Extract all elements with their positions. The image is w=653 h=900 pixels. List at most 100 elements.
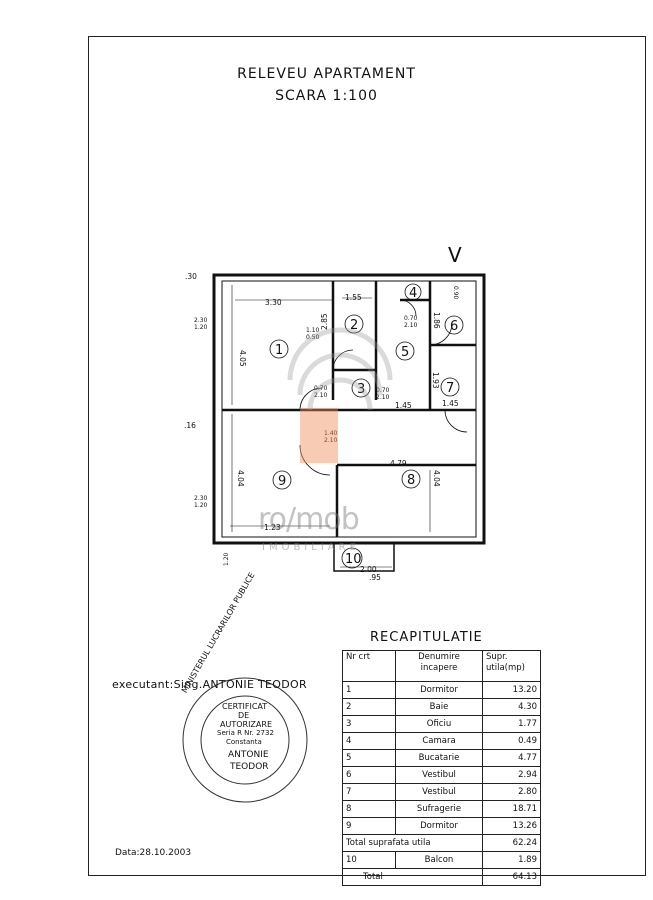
plan-walls (212, 273, 486, 572)
cell-nr: 8 (342, 800, 396, 818)
cell-area: 13.26 (482, 817, 541, 835)
dim-label: .30 (185, 272, 197, 281)
door-label: 2.10 (376, 394, 390, 401)
dim-label: 1.86 (432, 312, 441, 329)
cell-name: Vestibul (395, 766, 483, 784)
cell-name: Oficiu (395, 715, 483, 733)
cell-nr: 3 (342, 715, 396, 733)
room-number: 2 (350, 318, 358, 333)
dim-label: 4.04 (236, 470, 245, 487)
cell-name: Vestibul (395, 783, 483, 801)
window-label: 1.20 (194, 324, 208, 331)
room-number: 10 (345, 552, 362, 567)
window-label: 1.20 (223, 552, 230, 566)
cell-nr: 2 (342, 698, 396, 716)
window-labels: 2.30 1.20 2.30 1.20 1.10 0.50 0.90 1.20 … (194, 286, 459, 566)
watermark-logo: ro/mob (258, 502, 360, 537)
room-number: 6 (450, 319, 458, 334)
stamp-line: AUTORIZARE (220, 720, 272, 729)
drawing-title: RELEVEU APARTAMENT (237, 66, 416, 82)
cell-name: Bucatarie (395, 749, 483, 767)
watermark-accent (300, 408, 338, 463)
dim-label: 4.79 (390, 459, 407, 468)
cell-name: Balcon (395, 851, 483, 869)
cell-area: 4.30 (482, 698, 541, 716)
dim-label: 1.23 (264, 523, 281, 532)
watermark-arcs (287, 327, 393, 411)
window-label: 0.50 (306, 334, 320, 341)
window-label: 1.20 (194, 502, 208, 509)
cell-area: 2.80 (482, 783, 541, 801)
dim-label: 1.45 (395, 401, 412, 410)
dim-label: 2.85 (320, 313, 329, 330)
official-stamp-icon (182, 677, 308, 803)
drawing-scale: SCARA 1:100 (275, 88, 378, 104)
dim-label: 2.00 (360, 565, 377, 574)
stamp-line: ANTONIE (228, 750, 269, 760)
door-label: 2.10 (404, 322, 418, 329)
dim-label: 4.05 (238, 350, 247, 367)
cell-nr: 10 (342, 851, 396, 869)
room-number: 1 (275, 343, 283, 358)
cell-area: 4.77 (482, 749, 541, 767)
room-number: 8 (407, 473, 415, 488)
dim-label: .95 (369, 573, 381, 582)
cell-name: Dormitor (395, 817, 483, 835)
dim-label: 3.30 (265, 298, 282, 307)
dimension-labels: .30 3.30 1.55 4.05 2.85 1.86 1.93 1.45 1… (184, 272, 459, 582)
cell-area: 1.89 (482, 851, 541, 869)
cell-nr: 5 (342, 749, 396, 767)
window-label: 2.30 (194, 495, 208, 502)
document-date: Data:28.10.2003 (115, 848, 192, 858)
recap-title: RECAPITULATIE (370, 630, 483, 645)
stamp-line: Seria R Nr. 2732 (217, 729, 274, 737)
dim-label: 1.93 (431, 372, 440, 389)
cell-name: Baie (395, 698, 483, 716)
door-label: 2.10 (314, 392, 328, 399)
north-arrow-icon: V (448, 243, 462, 267)
window-label: 1.10 (306, 327, 320, 334)
stamp-line: TEODOR (230, 762, 269, 772)
watermark-subtitle: IMOBILIARE (262, 542, 360, 553)
door-swings (299, 299, 468, 476)
table-header-row: Nr crt Denumire incapere Supr. utila(mp) (342, 650, 541, 682)
window-label: 2.30 (194, 317, 208, 324)
executant-label: executant:Sing.ANTONIE TEODOR (112, 678, 307, 691)
room-number: 7 (446, 381, 454, 396)
cell-name: Dormitor (395, 681, 483, 699)
cell-area: 0.49 (482, 732, 541, 750)
room-number: 4 (409, 286, 417, 301)
window-label: 0.90 (452, 286, 459, 300)
dim-label: .16 (184, 421, 196, 430)
cell-area: 1.77 (482, 715, 541, 733)
dimension-lines (230, 285, 476, 568)
cell-name: Camara (395, 732, 483, 750)
cell-area: 2.94 (482, 766, 541, 784)
cell-total-value: 64.13 (482, 868, 541, 886)
stamp-line: Constanta (226, 738, 262, 746)
dim-label: 4.04 (432, 470, 441, 487)
cell-nr: 4 (342, 732, 396, 750)
stamp-line: CERTIFICAT (222, 702, 268, 711)
cell-nr: 6 (342, 766, 396, 784)
door-label: 0.70 (376, 387, 390, 394)
room-number: 9 (278, 474, 286, 489)
cell-name: Sufragerie (395, 800, 483, 818)
room-markers: 1 2 3 4 5 6 7 8 9 10 (269, 283, 464, 569)
cell-total-util-value: 62.24 (482, 834, 541, 852)
cell-nr: 7 (342, 783, 396, 801)
cell-total-label: Total (342, 868, 483, 886)
header-nr: Nr crt (342, 650, 396, 682)
room-number: 3 (357, 382, 365, 397)
